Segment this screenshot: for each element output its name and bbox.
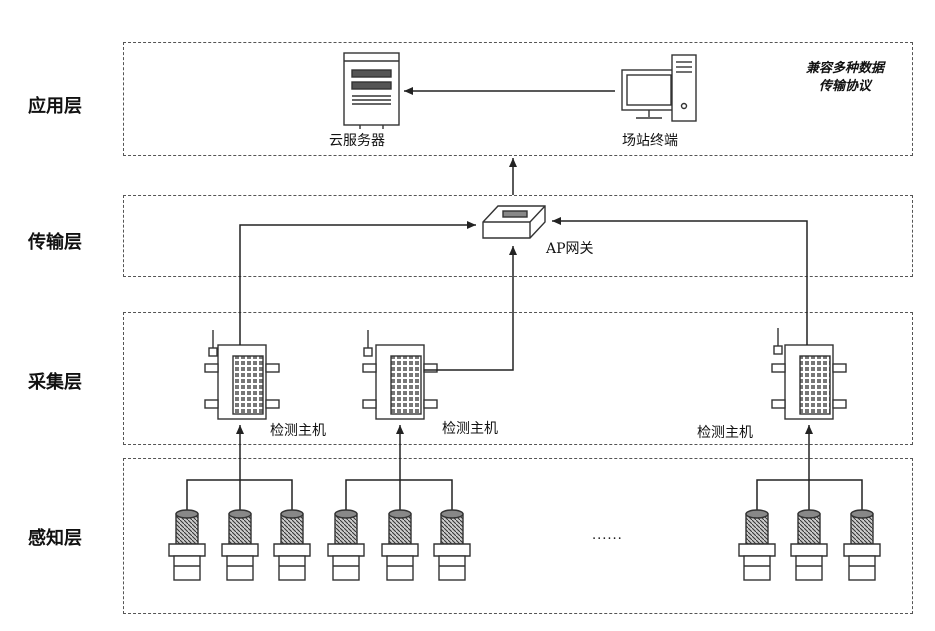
detection-host-icon-2	[363, 330, 437, 419]
pressure-sensor-icon	[791, 510, 827, 580]
pressure-sensor-icon	[739, 510, 775, 580]
arrow-host2-to-gateway	[424, 246, 513, 370]
detection-host-icon-3	[772, 328, 846, 419]
cloud-server-label: 云服务器	[329, 130, 385, 150]
protocol-note: 兼容多种数据 传输协议	[790, 60, 900, 96]
pressure-sensor-icon	[382, 510, 418, 580]
pressure-sensor-icon	[844, 510, 880, 580]
pressure-sensor-icon	[328, 510, 364, 580]
protocol-note-line-1: 兼容多种数据	[790, 60, 900, 78]
ap-gateway-label: AP网关	[546, 238, 594, 258]
pressure-sensor-icon	[434, 510, 470, 580]
site-terminal-label: 场站终端	[622, 130, 678, 150]
protocol-note-line-2: 传输协议	[790, 78, 900, 96]
sensor-bus-group-2	[346, 480, 452, 512]
cloud-server-icon	[344, 53, 399, 129]
site-terminal-icon	[622, 55, 696, 121]
sensor-ellipsis: ......	[592, 528, 623, 543]
pressure-sensor-icon	[222, 510, 258, 580]
detection-host-icon-1	[205, 330, 279, 419]
ap-gateway-icon	[483, 206, 545, 238]
pressure-sensor-icon	[169, 510, 205, 580]
detection-host-label-1: 检测主机	[270, 420, 326, 440]
detection-host-label-2: 检测主机	[442, 418, 498, 438]
pressure-sensor-icon	[274, 510, 310, 580]
arrow-host1-to-gateway	[240, 225, 476, 345]
detection-host-label-3: 检测主机	[697, 422, 753, 442]
